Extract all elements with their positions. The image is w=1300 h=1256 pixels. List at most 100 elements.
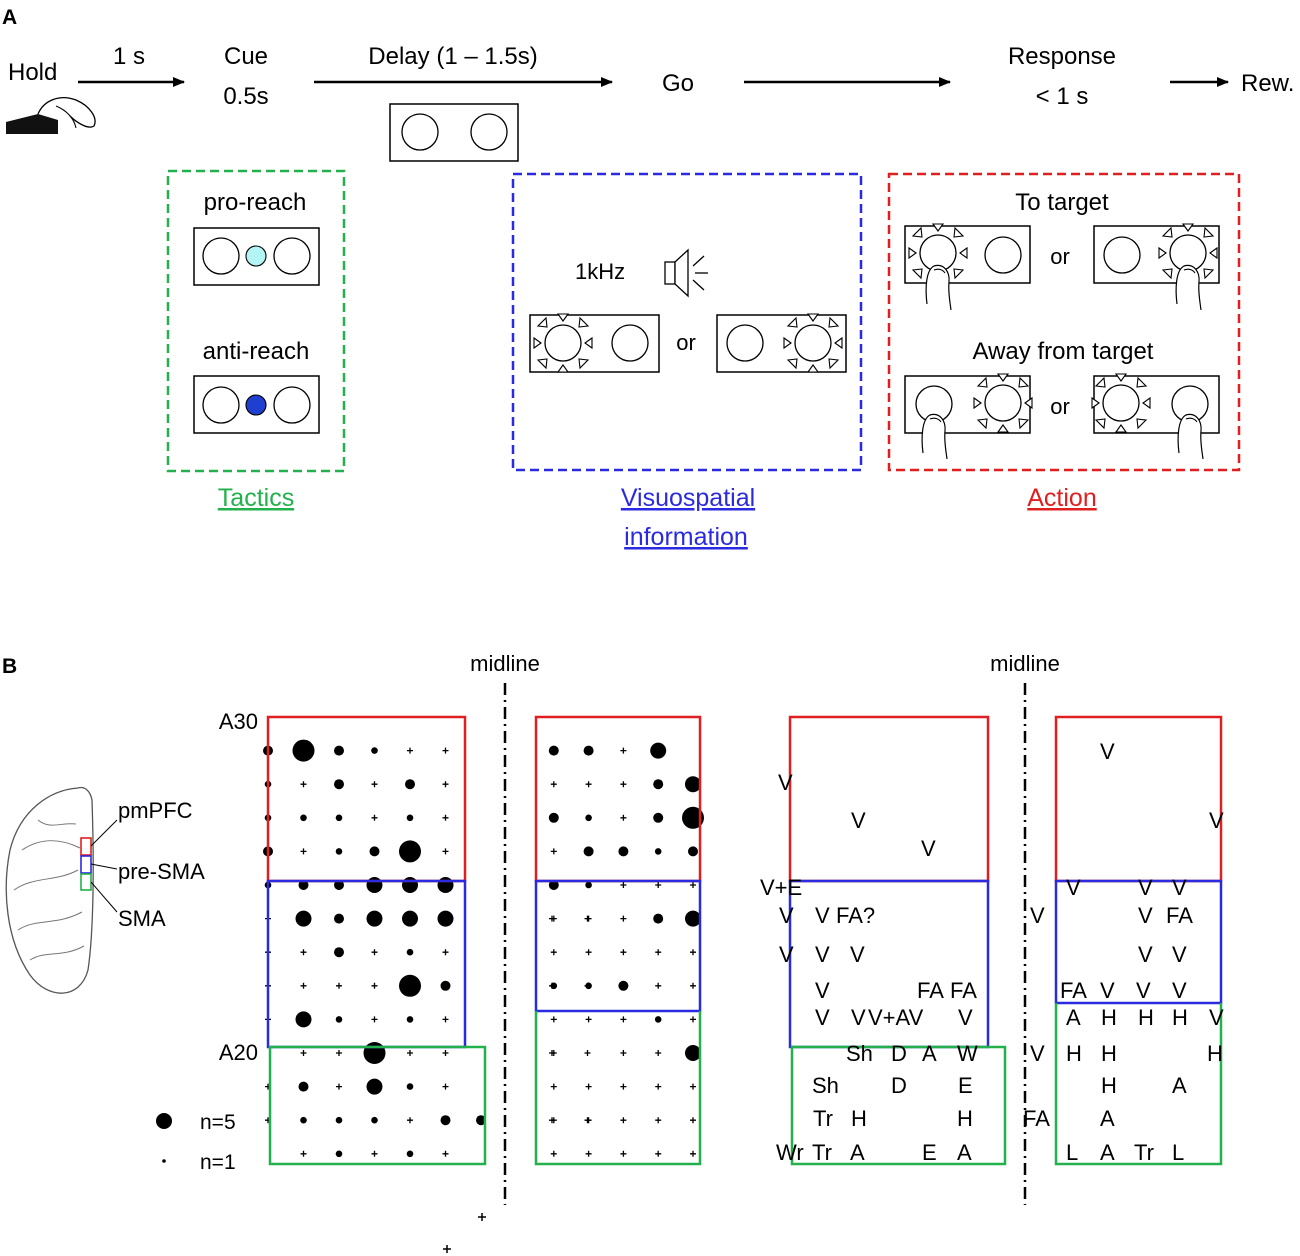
site-dot: [548, 880, 559, 890]
annotation: V: [779, 903, 794, 928]
site-dot: [399, 974, 421, 997]
annotation: V+AV: [868, 1005, 924, 1030]
site-marker: [407, 747, 413, 754]
annotation: Tr: [813, 1106, 833, 1131]
site-dot: [440, 1115, 451, 1126]
site-dot: [335, 1150, 343, 1158]
site-dot: [585, 814, 592, 822]
site-marker: [300, 848, 307, 855]
site-dot: [650, 742, 667, 759]
site-dot: [335, 1016, 343, 1023]
right-recording-map: [548, 742, 704, 1157]
annotation: H: [1066, 1041, 1082, 1066]
site-dot: [334, 913, 344, 924]
annotation: A: [1172, 1073, 1187, 1098]
site-dot: [334, 779, 344, 790]
annotation: H: [851, 1106, 867, 1131]
site-dot: [406, 1016, 414, 1023]
annotation: E: [958, 1073, 973, 1098]
site-dot: [476, 1115, 486, 1126]
annotation: FA: [917, 978, 944, 1003]
midline-label-right: midline: [990, 651, 1060, 676]
site-dot: [685, 910, 701, 927]
site-dot: [292, 739, 315, 762]
site-marker: [655, 882, 662, 888]
site-dot: [402, 910, 418, 927]
region-boxes-dot-maps: [266, 715, 702, 1166]
annotation: V: [1172, 875, 1187, 900]
site-marker: [300, 781, 307, 788]
site-dot: [402, 877, 418, 893]
site-marker: [585, 1117, 592, 1124]
annotation: V: [779, 942, 794, 967]
site-marker: [336, 982, 342, 989]
site-dot: [334, 947, 344, 958]
visuospatial-box: 1kHz or: [511, 172, 863, 472]
site-marker: [585, 1150, 592, 1157]
annotation: V: [1100, 739, 1115, 764]
site-marker: [550, 915, 557, 922]
annotation: Sh: [846, 1041, 873, 1066]
site-dot: [654, 1016, 662, 1023]
annotation: V: [1209, 1005, 1224, 1030]
site-marker: [585, 1016, 592, 1023]
site-marker: [550, 949, 557, 956]
site-marker: [336, 1050, 342, 1056]
annotation: V: [815, 903, 830, 928]
annotation: A: [1066, 1005, 1081, 1030]
site-dot: [583, 745, 594, 756]
site-marker: [550, 1083, 557, 1090]
pmpfc-region-right: [534, 715, 702, 883]
annotation: V: [1138, 903, 1153, 928]
site-dot: [366, 1078, 383, 1095]
site-dot: [440, 980, 451, 991]
site-marker: [371, 781, 378, 788]
hold-label: Hold: [8, 59, 57, 86]
site-marker: [585, 915, 592, 922]
site-marker: [550, 848, 557, 855]
site-marker: [300, 1150, 307, 1157]
left-recording-map: [263, 739, 591, 1158]
site-dot: [437, 910, 454, 927]
site-marker: [336, 1083, 342, 1090]
panel-a-label: A: [2, 6, 17, 29]
site-marker: [690, 882, 696, 888]
site-marker: [690, 949, 696, 956]
site-dot: [406, 948, 414, 956]
anti-reach-cue-dot: [245, 394, 267, 416]
cue-duration-label: 0.5s: [223, 83, 268, 110]
delay-display-panel: [389, 103, 519, 162]
site-dot: [334, 745, 344, 756]
site-dot: [334, 880, 344, 890]
legend-n1-label: n=1: [200, 1151, 236, 1174]
annotation: H: [957, 1106, 973, 1131]
site-marker: [655, 982, 662, 989]
site-marker: [690, 1016, 696, 1023]
site-dot: [295, 1011, 312, 1028]
annotation: FA: [1166, 903, 1193, 928]
site-dot: [682, 806, 704, 829]
site-marker: [300, 982, 307, 989]
site-dot: [300, 1116, 307, 1124]
site-dot: [300, 814, 307, 822]
site-marker: [550, 1117, 557, 1124]
site-marker: [620, 1016, 627, 1023]
site-dot: [335, 1116, 343, 1124]
annotation: H: [1101, 1073, 1117, 1098]
site-dot: [653, 812, 664, 823]
site-dot: [298, 880, 309, 890]
site-marker: [690, 1083, 696, 1090]
site-dot: [585, 881, 592, 889]
speaker-icon: [664, 248, 708, 298]
annotation: V: [815, 942, 830, 967]
site-marker: [620, 1117, 627, 1124]
annotation: D: [891, 1073, 907, 1098]
annotation: V: [850, 942, 865, 967]
site-dot: [335, 848, 343, 855]
annotation: V: [1209, 808, 1224, 833]
annotation: L: [1066, 1140, 1078, 1165]
site-marker: [620, 781, 627, 788]
annotation: H: [1101, 1041, 1117, 1066]
midline-label-left: midline: [470, 651, 540, 676]
